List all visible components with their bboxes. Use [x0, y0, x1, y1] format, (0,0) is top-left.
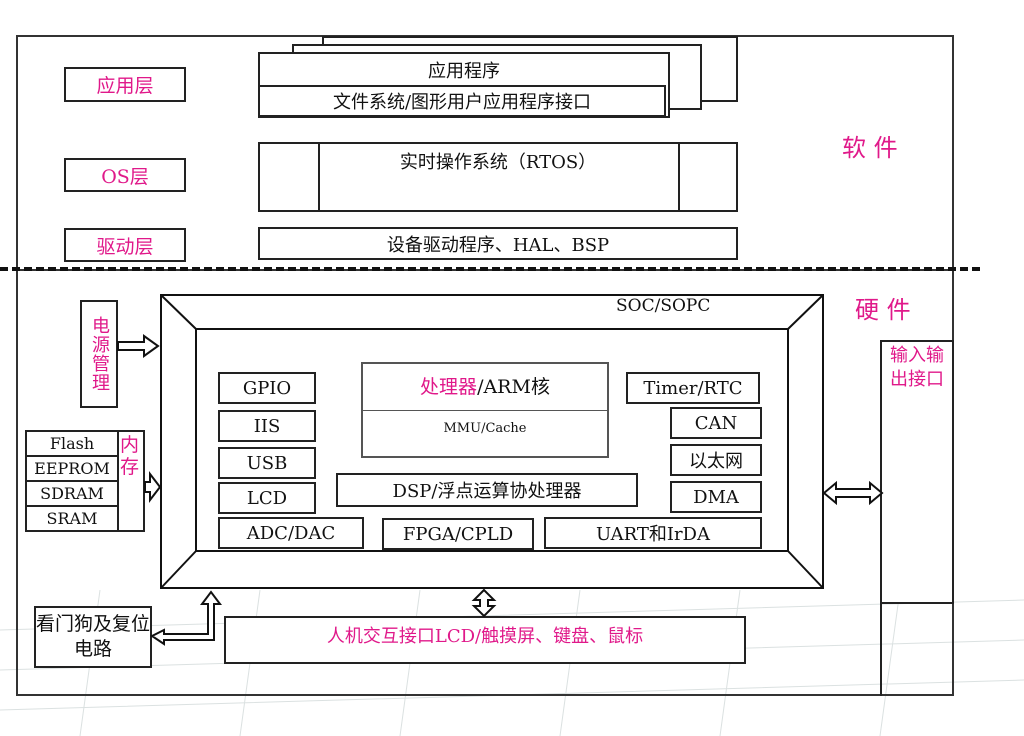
fs-gui-block: 文件系统/图形用户应用程序接口	[258, 85, 666, 117]
memory-item-sram: SRAM	[46, 509, 98, 528]
rtos-text: 实时操作系统（RTOS）	[399, 152, 597, 173]
memory-group: 内存 Flash EEPROM SDRAM SRAM	[25, 430, 145, 532]
app-program-text: 应用程序	[428, 61, 500, 82]
watchdog-text: 看门狗及复位电路	[36, 613, 151, 660]
processor-label-suffix: /ARM核	[477, 376, 550, 398]
memory-divider	[117, 432, 119, 530]
software-label: 软 件	[842, 134, 898, 162]
uart-block: UART和IrDA	[544, 517, 762, 549]
rtos-right-divider	[678, 144, 680, 210]
adc-dac-block: ADC/DAC	[218, 517, 364, 549]
io-interface-text: 输入输出接口	[890, 345, 944, 390]
power-management-block: 电源管理	[80, 300, 118, 408]
fpga-block: FPGA/CPLD	[382, 518, 534, 550]
memory-item-flash: Flash	[27, 432, 117, 457]
ethernet-block: 以太网	[670, 444, 762, 476]
can-block: CAN	[670, 407, 762, 439]
mmu-cache-label: MMU/Cache	[443, 421, 527, 436]
os-layer-label: OS层	[64, 158, 186, 192]
dsp-block: DSP/浮点运算协处理器	[336, 473, 638, 507]
power-management-text: 电源管理	[89, 316, 110, 392]
dma-block: DMA	[670, 481, 762, 513]
memory-item-sdram: SDRAM	[27, 482, 117, 507]
watchdog-block: 看门狗及复位电路	[34, 606, 152, 668]
rtos-block: 实时操作系统（RTOS）	[258, 142, 738, 212]
memory-item-eeprom: EEPROM	[27, 457, 117, 482]
soc-title: SOC/SOPC	[612, 296, 715, 316]
gpio-block: GPIO	[218, 372, 316, 404]
rtos-left-divider	[318, 144, 320, 210]
driver-block: 设备驱动程序、HAL、BSP	[258, 227, 738, 260]
io-interface-line	[880, 604, 882, 696]
timer-rtc-block: Timer/RTC	[626, 372, 760, 404]
hardware-label: 硬 件	[855, 296, 911, 324]
hmi-block: 人机交互接口LCD/触摸屏、键盘、鼠标	[224, 616, 746, 664]
io-interface-block: 输入输出接口	[880, 340, 954, 604]
memory-label: 内存	[120, 434, 140, 478]
processor-label: 处理器/ARM核	[363, 372, 607, 399]
processor-divider	[363, 410, 607, 411]
app-layer-label: 应用层	[64, 67, 186, 102]
processor-block: 处理器/ARM核 MMU/Cache	[361, 362, 609, 458]
driver-layer-label: 驱动层	[64, 228, 186, 262]
iis-block: IIS	[218, 410, 316, 442]
processor-label-prefix: 处理器	[420, 376, 478, 398]
usb-block: USB	[218, 447, 316, 479]
lcd-block: LCD	[218, 482, 316, 514]
software-hardware-divider	[0, 267, 980, 271]
